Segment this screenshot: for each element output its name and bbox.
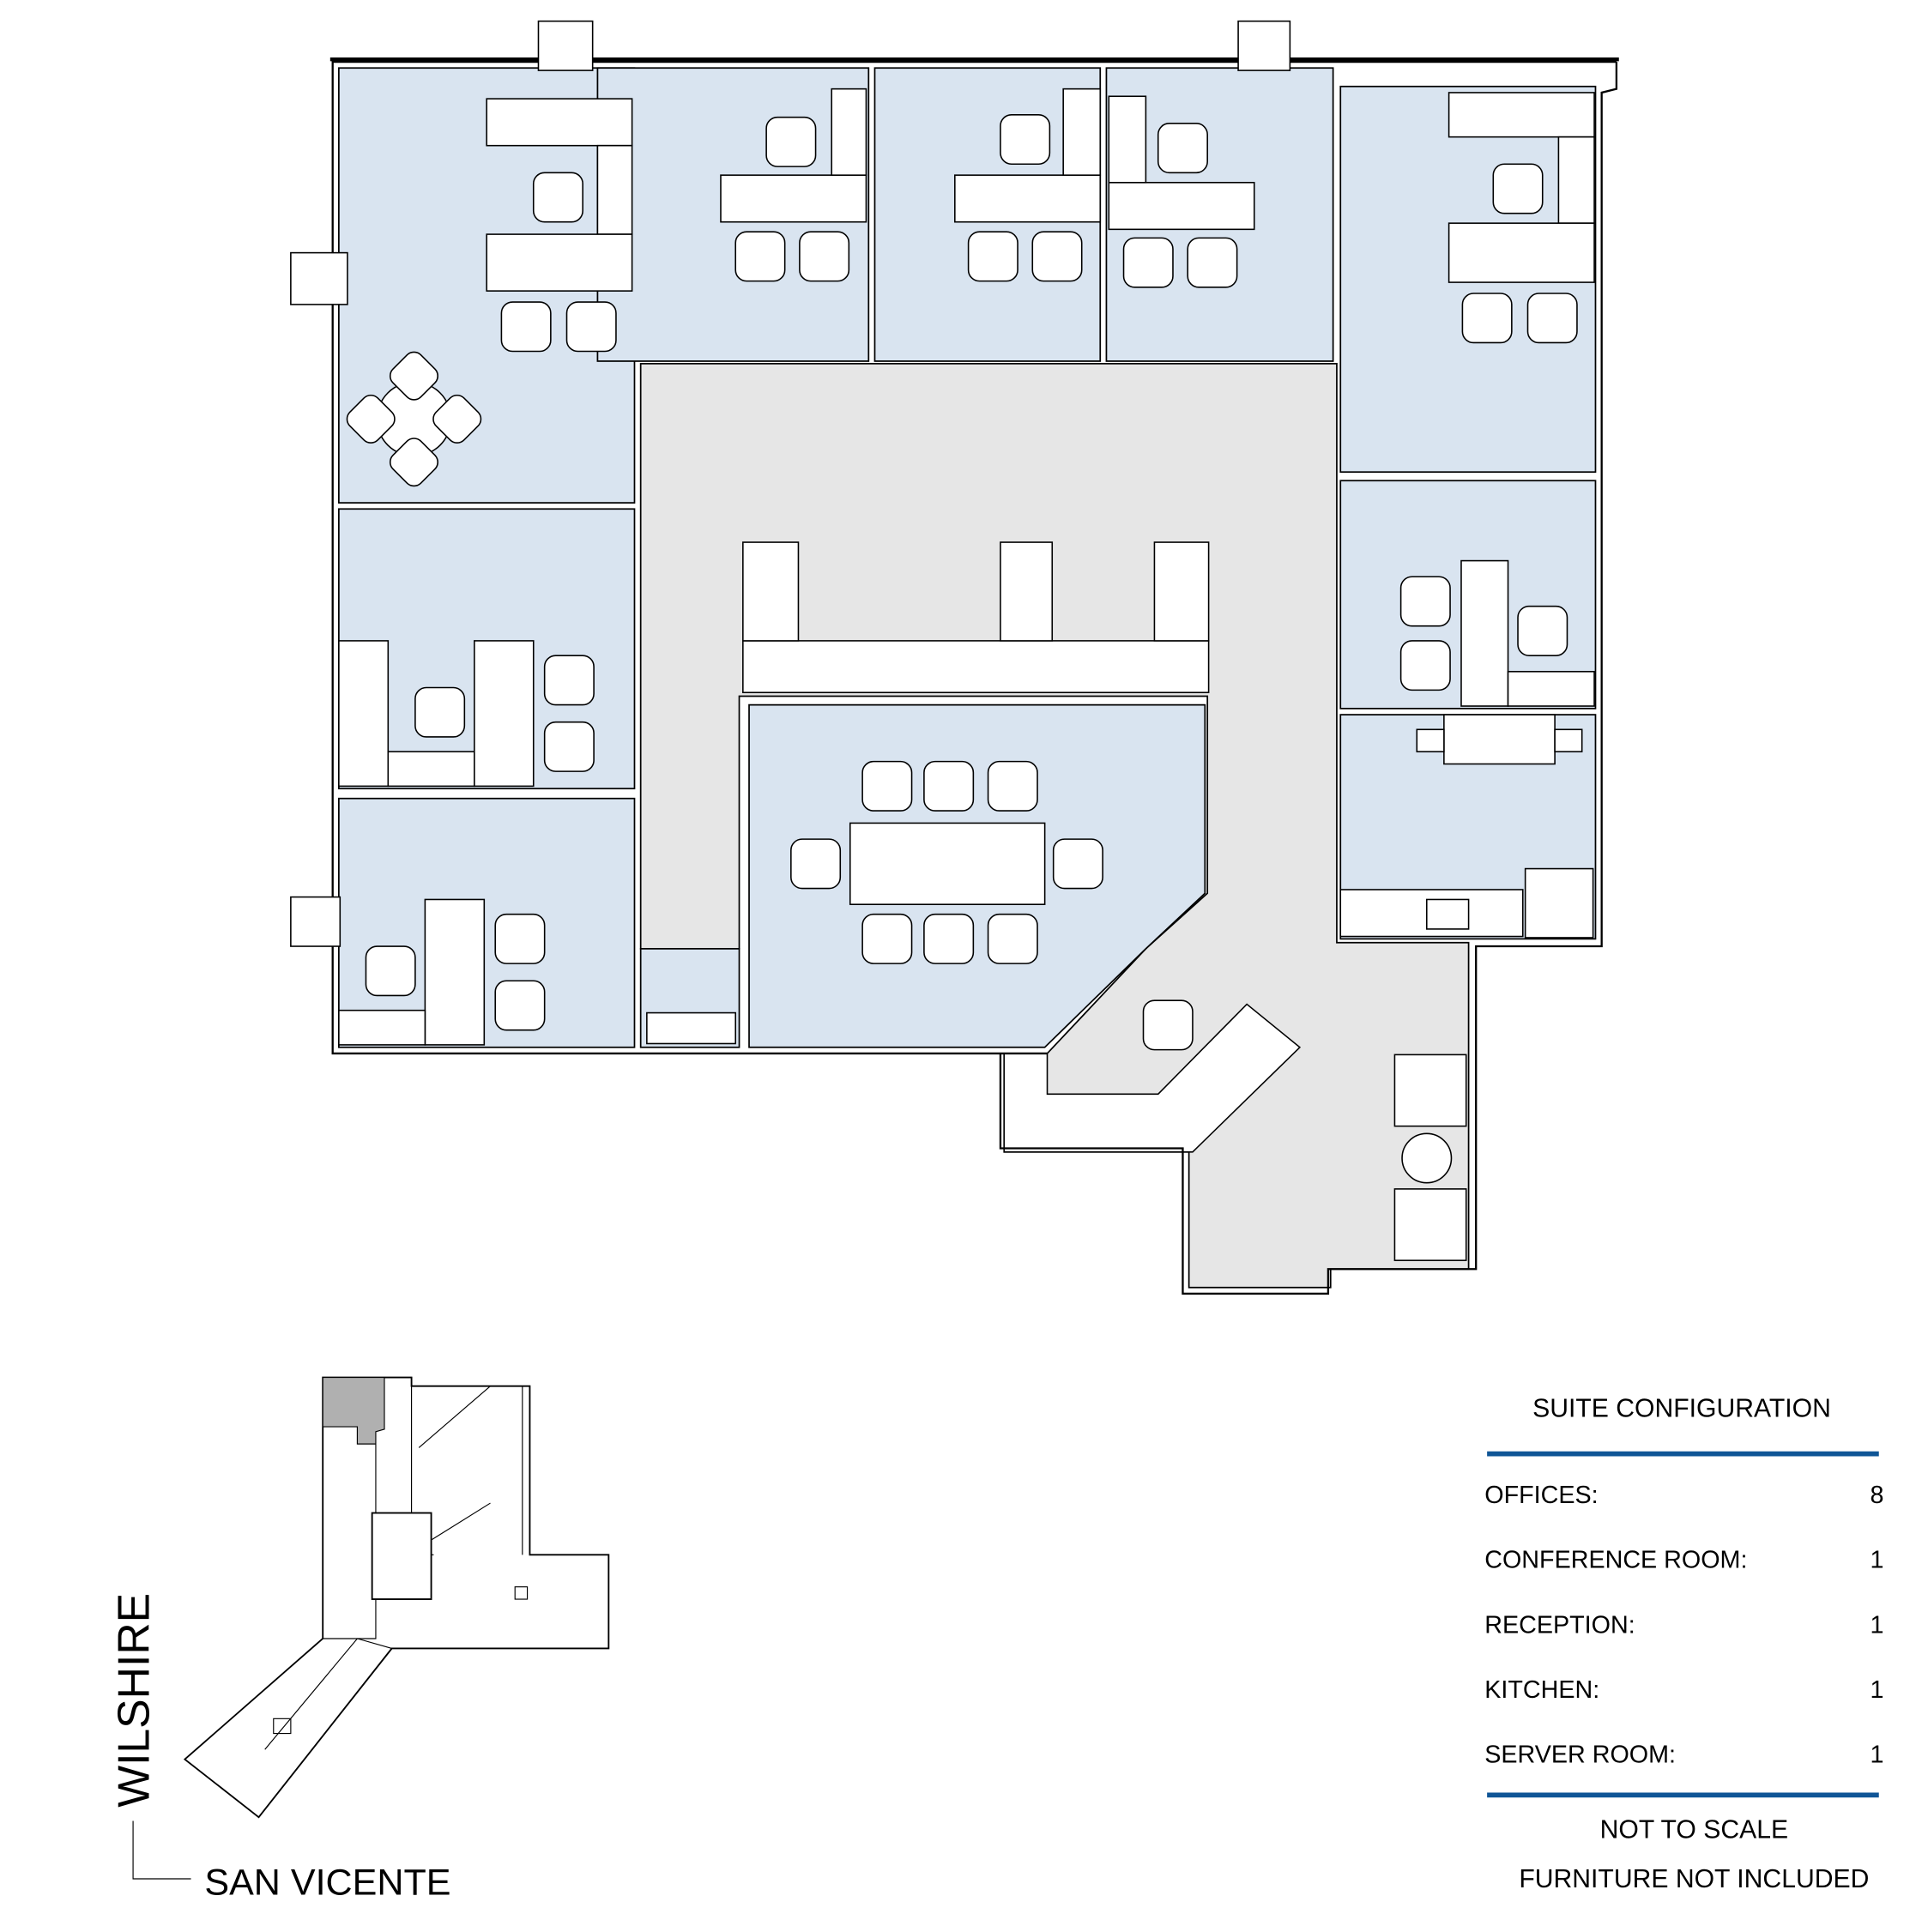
chair	[1526, 293, 1578, 344]
chair	[1517, 605, 1568, 656]
chair	[389, 351, 438, 401]
suite-configuration-legend: SUITE CONFIGURATION OFFICES: 8CONFERENCE …	[1484, 1395, 1883, 1894]
chair	[565, 301, 617, 353]
chairs	[346, 114, 1578, 1051]
suite-outer-wall	[331, 60, 1618, 1295]
chair	[790, 838, 842, 890]
reception-desk	[1003, 1003, 1302, 1153]
chair	[1000, 114, 1051, 166]
workstation-block	[742, 640, 1210, 694]
legend-row-value: 1	[1871, 1676, 1884, 1704]
chair	[799, 231, 850, 282]
chair	[734, 231, 786, 282]
chair	[923, 760, 975, 812]
chair	[432, 394, 482, 444]
street-label-san-vicente: SAN VICENTE	[204, 1863, 450, 1904]
legend-title: SUITE CONFIGURATION	[1532, 1395, 1831, 1423]
chair	[494, 980, 546, 1031]
column	[537, 20, 594, 71]
chair	[1461, 293, 1513, 344]
street-label-wilshire: WILSHIRE	[109, 1593, 159, 1808]
chair	[1492, 163, 1544, 214]
chair	[1399, 576, 1451, 627]
chair	[1157, 123, 1208, 174]
column	[1237, 20, 1291, 71]
legend-row-label: CONFERENCE ROOM:	[1484, 1547, 1747, 1574]
chair	[987, 913, 1038, 964]
legend-row-value: 1	[1871, 1742, 1884, 1769]
workstation-panel	[1153, 541, 1210, 642]
legend-row-value: 8	[1871, 1482, 1884, 1509]
column	[290, 251, 348, 305]
suite-floor-plan	[290, 20, 1619, 1295]
chair	[365, 945, 416, 997]
chair	[389, 438, 438, 487]
chair	[1122, 237, 1174, 288]
chair	[1031, 231, 1083, 282]
chair	[543, 721, 595, 772]
chair	[861, 760, 913, 812]
legend-row-label: SERVER ROOM:	[1484, 1742, 1676, 1769]
legend-row-value: 1	[1871, 1547, 1884, 1574]
chair	[414, 686, 466, 738]
key-plan: WILSHIRE SAN VICENTE	[109, 1376, 610, 1904]
chair	[543, 655, 595, 706]
chair	[987, 760, 1038, 812]
legend-row-label: RECEPTION:	[1484, 1611, 1635, 1639]
legend-row-label: OFFICES:	[1484, 1482, 1598, 1509]
chair	[1052, 838, 1103, 890]
conference-table	[849, 822, 1046, 905]
not-to-scale-note: NOT TO SCALE	[1600, 1816, 1788, 1844]
chair	[861, 913, 913, 964]
chair	[765, 116, 817, 167]
legend-row-label: KITCHEN:	[1484, 1676, 1599, 1704]
column	[290, 896, 341, 947]
chair	[923, 913, 975, 964]
workstation-panel	[742, 541, 800, 642]
workstation-panel	[1000, 541, 1054, 642]
chair	[500, 301, 552, 353]
chair	[1187, 237, 1238, 288]
chair	[967, 231, 1018, 282]
desks	[338, 88, 1595, 1261]
chair	[1399, 640, 1451, 691]
chair	[532, 172, 583, 223]
furniture-note: FURNITURE NOT INCLUDED	[1519, 1865, 1869, 1893]
legend-divider-bottom	[1487, 1792, 1879, 1798]
legend-row-value: 1	[1871, 1611, 1884, 1639]
chair	[1142, 999, 1194, 1051]
legend-divider-top	[1487, 1451, 1879, 1457]
chair	[346, 394, 396, 444]
chair	[494, 913, 546, 964]
